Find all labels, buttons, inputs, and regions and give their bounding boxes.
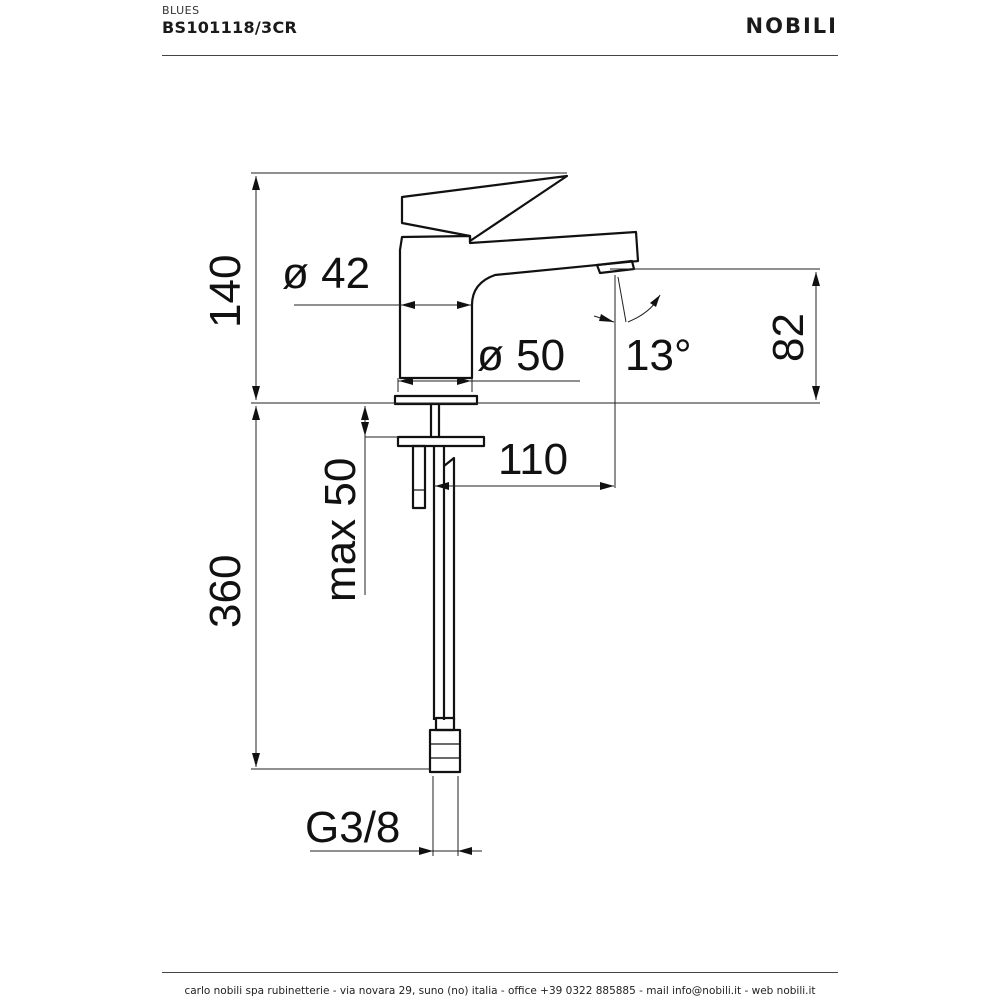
- brand-logo: NOBILI: [745, 14, 838, 38]
- footer-divider: [162, 972, 838, 973]
- faucet-body: [398, 230, 640, 380]
- dim-connection: G3/8: [305, 803, 400, 852]
- fixing-rod: [411, 444, 427, 510]
- clamp-plate: [396, 435, 486, 448]
- dim-spout-angle: 13°: [625, 331, 692, 380]
- product-code: BS101118/3CR: [162, 18, 298, 37]
- series-name: BLUES: [162, 4, 200, 17]
- base-ring: [393, 394, 479, 406]
- faucet-handle: [400, 174, 569, 243]
- dim-body-diameter: ø 42: [282, 249, 370, 298]
- hose-nut: [428, 728, 462, 774]
- dim-hose-length: 360: [201, 555, 250, 628]
- dim-base-diameter: ø 50: [477, 331, 565, 380]
- header-divider: [162, 55, 838, 56]
- footer-contact: carlo nobili spa rubinetterie - via nova…: [184, 985, 816, 997]
- dim-spout-reach: 110: [498, 435, 568, 484]
- flexible-hose: [432, 446, 456, 720]
- dim-total-height: 140: [201, 255, 250, 328]
- dim-deck-thickness: max 50: [316, 458, 365, 602]
- dim-spout-height: 82: [764, 313, 813, 362]
